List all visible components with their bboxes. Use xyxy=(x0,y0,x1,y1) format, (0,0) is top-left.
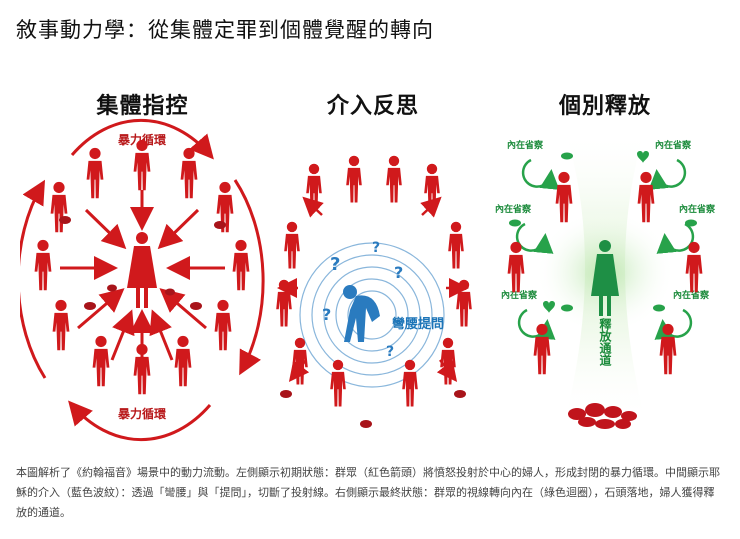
eye-icon xyxy=(509,152,697,312)
svg-text:?: ? xyxy=(372,240,380,256)
projection-arrows xyxy=(60,190,225,361)
channel-label: 釋放通道 xyxy=(598,317,612,367)
svg-text:?: ? xyxy=(386,344,394,360)
bending-figure xyxy=(343,285,380,342)
woman-figure xyxy=(591,240,619,316)
svg-text:內在省察: 內在省察 xyxy=(655,139,692,151)
panel-individual-release: 個別釋放 內在省察 內在省察 內 xyxy=(485,60,725,450)
svg-text:釋放通道: 釋放通道 xyxy=(598,317,612,367)
stone-icon xyxy=(59,216,226,310)
woman-figure xyxy=(127,232,157,308)
page-title: 敘事動力學：從集體定罪到個體覺醒的轉向 xyxy=(16,18,434,42)
panel-illustration: 暴力循環 暴力循環 xyxy=(20,118,265,442)
question-mark-icon: ? ? ? ? ? xyxy=(322,240,403,360)
panel-collective-accusation: 集體指控 暴力循環 暴力循環 xyxy=(20,60,265,450)
svg-text:內在省察: 內在省察 xyxy=(501,289,538,301)
circular-arrow-icon xyxy=(515,158,695,340)
svg-text:?: ? xyxy=(394,263,403,282)
svg-text:內在省察: 內在省察 xyxy=(679,203,716,215)
caption: 本圖解析了《約翰福音》場景中的動力流動。左側顯示初期狀態：群眾（紅色箭頭）將憤怒… xyxy=(16,466,720,519)
panel-heading: 個別釋放 xyxy=(558,94,651,119)
ripple-waves xyxy=(299,242,445,388)
panel-illustration: 內在省察 內在省察 內在省察 內在省察 內在省察 內在省察 xyxy=(495,130,716,429)
panel-intervention: 介入反思 xyxy=(268,60,478,450)
svg-text:?: ? xyxy=(322,305,331,324)
crowd xyxy=(276,155,472,407)
panel-illustration: ? ? ? ? ? 彎腰提問 xyxy=(276,155,472,428)
heart-icon xyxy=(543,151,649,313)
svg-text:內在省察: 內在省察 xyxy=(507,139,544,151)
introspection-labels: 內在省察 內在省察 內在省察 內在省察 內在省察 內在省察 xyxy=(495,139,716,301)
svg-text:?: ? xyxy=(330,254,340,275)
svg-text:內在省察: 內在省察 xyxy=(673,289,710,301)
panel-heading: 集體指控 xyxy=(96,94,189,119)
action-label: 彎腰提問 xyxy=(391,316,444,332)
cycle-label-top: 暴力循環 xyxy=(117,132,167,147)
stone-icon xyxy=(568,403,637,429)
cycle-label-bottom: 暴力循環 xyxy=(117,406,167,421)
panel-heading: 介入反思 xyxy=(326,94,419,119)
stone-icon xyxy=(280,390,466,428)
svg-text:內在省察: 內在省察 xyxy=(495,203,532,215)
circular-arrow-icon xyxy=(20,118,265,442)
